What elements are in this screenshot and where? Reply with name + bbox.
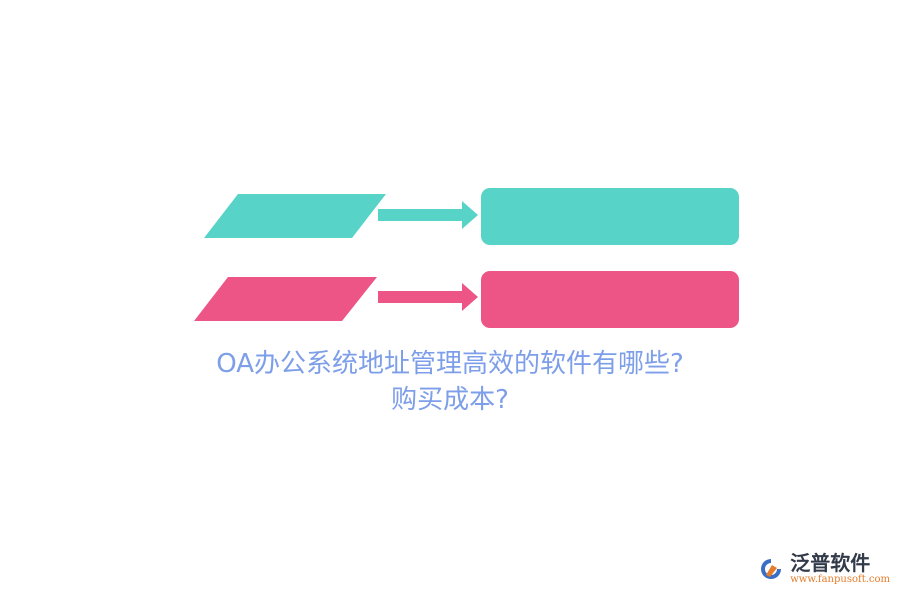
brand-logo: 泛普软件 www.fanpusoft.com xyxy=(758,552,890,586)
teal-arrow-head xyxy=(462,201,478,229)
teal-box xyxy=(481,188,739,245)
fanpu-logo-icon xyxy=(761,559,782,579)
brand-name: 泛普软件 xyxy=(790,551,871,575)
pink-parallelogram xyxy=(194,277,377,321)
pink-box xyxy=(481,271,739,328)
teal-parallelogram xyxy=(204,194,386,238)
title-line-2: 购买成本? xyxy=(391,385,509,415)
teal-arrow-shaft xyxy=(378,209,464,221)
page-title: OA办公系统地址管理高效的软件有哪些? 购买成本? xyxy=(0,346,900,418)
pink-arrow-head xyxy=(462,283,478,311)
pink-arrow-shaft xyxy=(378,291,464,303)
title-line-1: OA办公系统地址管理高效的软件有哪些? xyxy=(216,349,684,379)
brand-url: www.fanpusoft.com xyxy=(790,574,890,585)
